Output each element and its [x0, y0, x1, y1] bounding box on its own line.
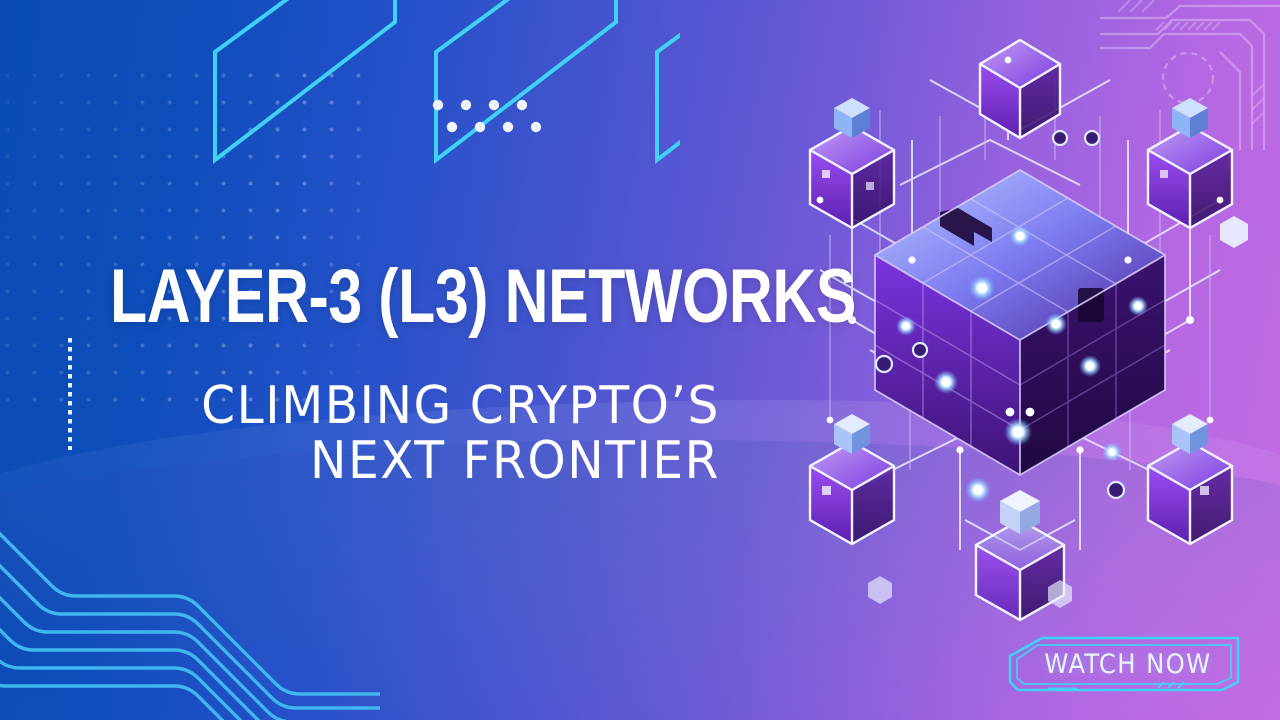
- watch-now-button[interactable]: WATCH NOW: [1008, 636, 1240, 692]
- cube-node-lower-right: [1146, 414, 1234, 546]
- page-title: LAYER-3 (L3) NETWORKS: [110, 253, 857, 339]
- diagonal-parallelogram-outlines-icon: [0, 0, 839, 180]
- vertical-dotted-rule: [68, 338, 72, 450]
- page-subtitle: CLIMBING CRYPTO’S NEXT FRONTIER: [86, 379, 720, 489]
- cube-node-bottom: [974, 490, 1066, 622]
- cta-frame-icon: [1008, 636, 1240, 692]
- page-subtitle-line-1: CLIMBING CRYPTO’S: [201, 376, 720, 437]
- cube-node-upper-right: [1146, 98, 1234, 230]
- cube-node-top: [978, 38, 1062, 140]
- cube-node-lower-left: [808, 414, 896, 546]
- network-nodes: [816, 56, 1248, 608]
- central-cube: [874, 168, 1166, 477]
- hud-corner-circuit-icon: [1090, 0, 1280, 160]
- cube-node-upper-left: [808, 98, 896, 230]
- staggered-dot-cluster-icon: [430, 95, 550, 140]
- watch-now-label: WATCH NOW: [1044, 648, 1212, 680]
- isometric-blockchain-cube-network-icon: [760, 20, 1280, 640]
- halftone-dot-grid-icon: [0, 62, 374, 412]
- page-subtitle-line-2: NEXT FRONTIER: [310, 431, 720, 492]
